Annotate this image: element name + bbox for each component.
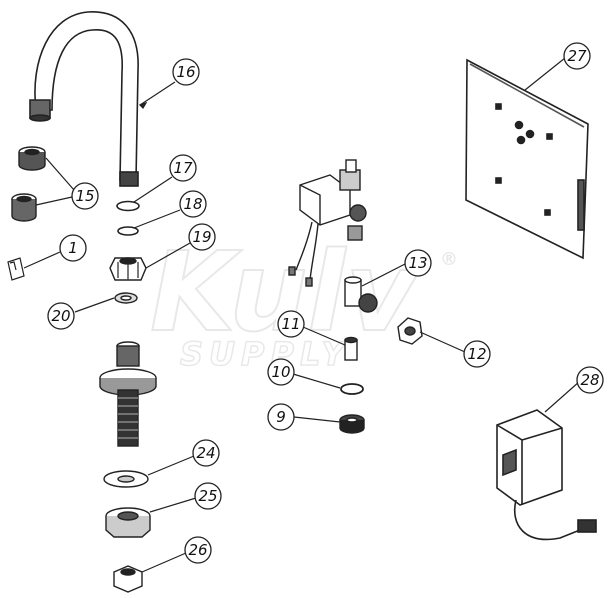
nut-19: [109, 257, 147, 281]
callout-10: 10: [267, 358, 295, 386]
washer-10: [340, 383, 364, 395]
svg-text:16: 16: [176, 63, 195, 81]
callout-12: 12: [463, 340, 491, 368]
callout-28: 28: [576, 366, 604, 394]
svg-text:24: 24: [196, 444, 215, 462]
svg-text:19: 19: [192, 228, 211, 246]
elbow-fitting-13: [344, 276, 378, 313]
callout-18: 18: [179, 190, 207, 218]
svg-text:13: 13: [408, 254, 427, 272]
nut-12: [397, 317, 423, 345]
callout-13: 13: [404, 249, 432, 277]
svg-text:9: 9: [276, 408, 286, 426]
svg-text:15: 15: [75, 187, 94, 205]
callout-bubbles: 16 17 18 19 15 1 20 24: [47, 42, 604, 564]
washer-20: [114, 292, 138, 304]
svg-text:12: 12: [467, 345, 486, 363]
callout-25: 25: [194, 482, 222, 510]
callout-24: 24: [192, 439, 220, 467]
shank-assembly: [99, 341, 157, 447]
svg-text:10: 10: [271, 363, 290, 381]
svg-text:26: 26: [188, 541, 207, 559]
callout-15: 15: [71, 182, 99, 210]
nut-9: [339, 414, 365, 434]
washer-24: [103, 470, 149, 488]
callout-17: 17: [169, 154, 197, 182]
transformer-28: [496, 409, 597, 541]
callout-9: 9: [267, 403, 295, 431]
nut-26: [113, 565, 143, 593]
aerator-parts: [11, 146, 46, 222]
svg-text:20: 20: [51, 307, 70, 325]
nut-25: [105, 507, 151, 538]
callout-27: 27: [563, 42, 591, 70]
spout-part: [29, 11, 139, 187]
callout-16: 16: [172, 58, 200, 86]
svg-text:1: 1: [68, 239, 78, 257]
svg-text:25: 25: [198, 487, 217, 505]
svg-text:18: 18: [183, 195, 202, 213]
callout-20: 20: [47, 302, 75, 330]
callout-11: 11: [277, 310, 305, 338]
washer-18: [117, 226, 139, 236]
watermark-sub: SUPPLY: [180, 335, 351, 373]
callouts: [23, 57, 581, 573]
callout-19: 19: [188, 223, 216, 251]
callout-1: 1: [59, 234, 87, 262]
sleeve-11: [344, 336, 358, 361]
watermark-reg: ®: [440, 249, 458, 270]
svg-text:11: 11: [281, 315, 300, 333]
svg-text:27: 27: [567, 47, 587, 65]
washer-17: [116, 200, 140, 212]
callout-26: 26: [184, 536, 212, 564]
solenoid-valve: [288, 159, 367, 287]
svg-text:28: 28: [580, 371, 599, 389]
svg-text:17: 17: [173, 159, 193, 177]
clip-part: [7, 257, 25, 281]
mounting-plate-27: [465, 58, 589, 260]
